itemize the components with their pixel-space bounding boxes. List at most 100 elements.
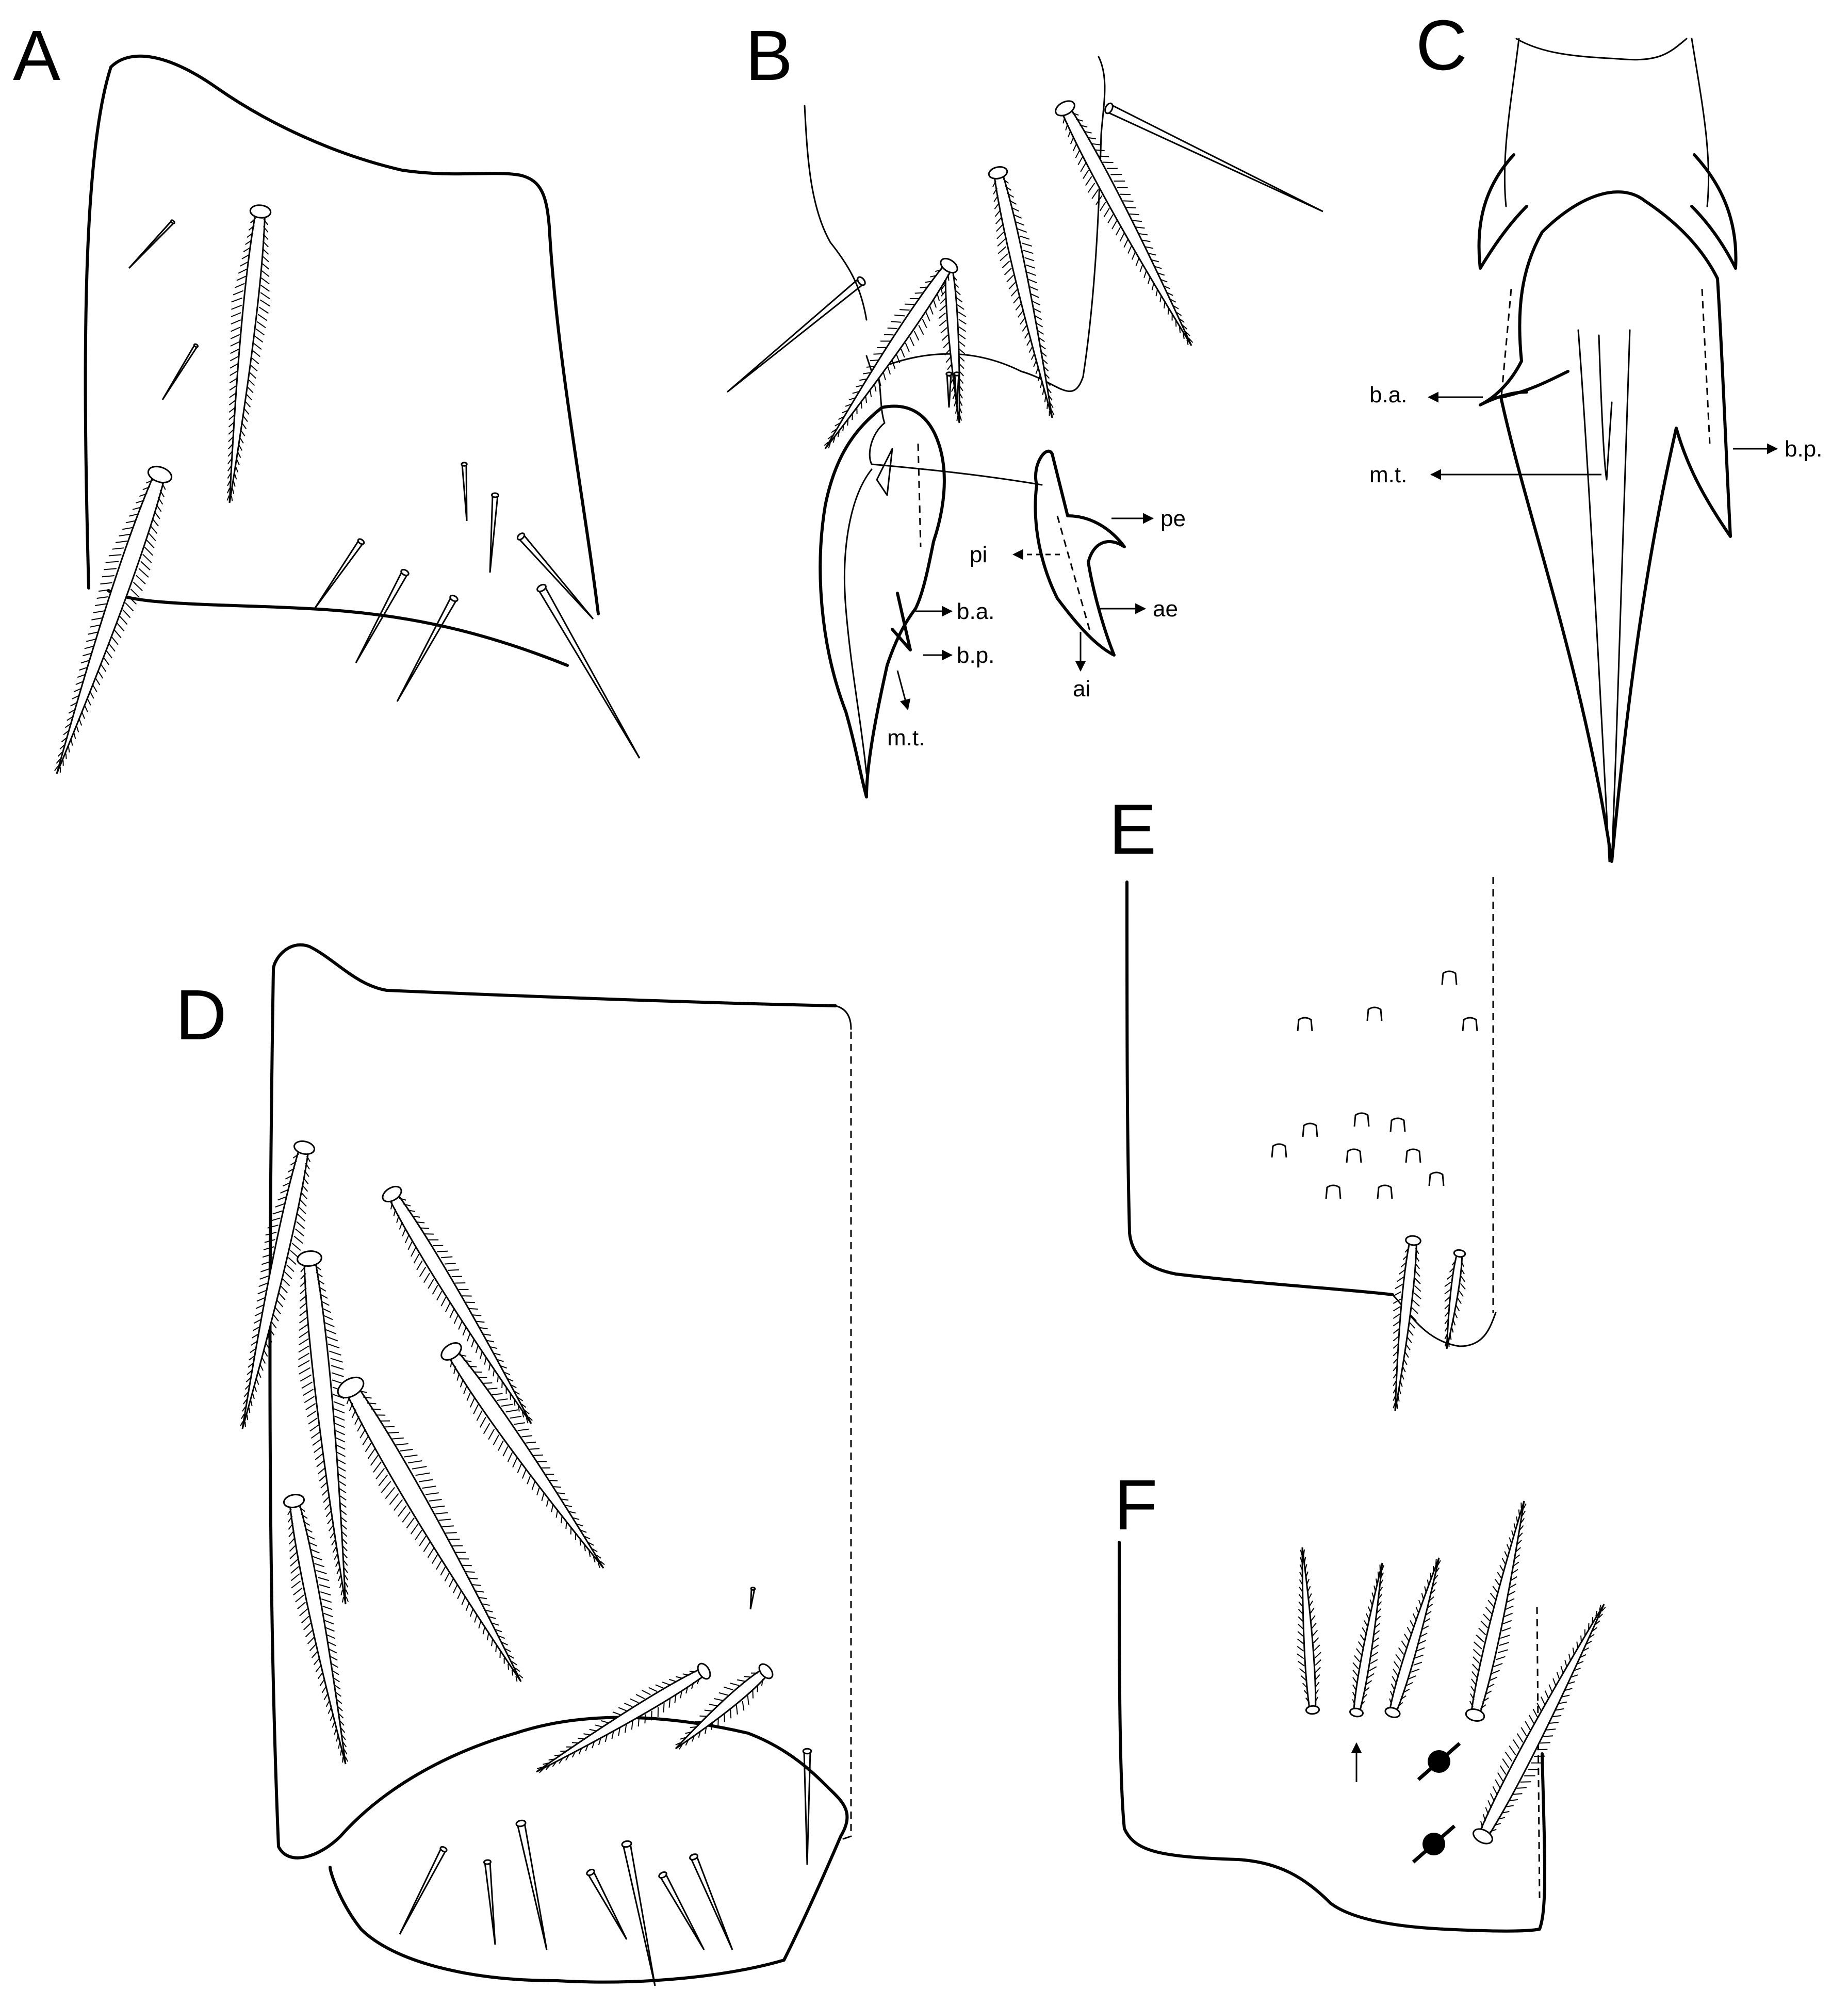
panel-b-microchaeta [953, 371, 960, 408]
panel-e-seta [1393, 1235, 1421, 1411]
panel-e-segment-outline [1125, 880, 1394, 1296]
panel-e-microchaeta [1353, 1112, 1370, 1127]
panel-d-seta [586, 1868, 628, 1940]
panel-a-seta [516, 532, 594, 620]
panel-e-microchaeta [1325, 1184, 1342, 1199]
panel-d-seta [515, 1819, 548, 1950]
panel-f-pseudopore [1412, 1824, 1456, 1864]
panel-c-annotation-ba-text: b.a. [1369, 382, 1407, 407]
panel-c-annotation-bp: b.p. [1733, 436, 1822, 462]
panel-a-short-seta [461, 462, 468, 521]
panel-f-seta [1297, 1547, 1322, 1715]
panel-a-seta [314, 538, 365, 609]
panel-d-macroseta [297, 1250, 349, 1605]
panel-b-seta [727, 276, 866, 393]
panel-b-annotation-pe-text: pe [1160, 506, 1186, 531]
panel-d-seta [399, 1846, 448, 1935]
panel-b-annotation-mt-text: m.t. [887, 725, 925, 751]
panel-e-microchaeta [1428, 1171, 1445, 1186]
panel-e-microchaeta [1405, 1148, 1421, 1163]
panel-b-annotation-ae-text: ae [1153, 596, 1178, 622]
panel-e-microchaeta [1389, 1117, 1406, 1132]
panel-b-long-seta [1104, 102, 1323, 213]
panel-d-seta [483, 1859, 496, 1945]
panel-d-macroseta [240, 1140, 316, 1429]
panel-d-macroseta [440, 1342, 605, 1569]
panel-f-seta [1465, 1500, 1527, 1722]
panel-e-microchaeta [1441, 970, 1458, 985]
panel-b-annotation-ai-text: ai [1073, 676, 1090, 702]
panel-d-seta [802, 1748, 812, 1865]
panel-b-ba-tooth [891, 592, 912, 651]
panel-d: D [175, 943, 852, 1986]
panel-a-microchaeta [161, 343, 199, 400]
panel-b-annotation-pe: pe [1111, 506, 1186, 531]
panel-d-macroseta [283, 1494, 349, 1765]
panel-b-annotation-ae: ae [1099, 596, 1178, 622]
panel-a-label: A [13, 16, 60, 95]
panel-b-seta [1055, 100, 1193, 346]
panel-c-annotation-mt-text: m.t. [1369, 462, 1407, 487]
panel-e-microchaeta [1271, 1143, 1287, 1158]
panel-b: B b.a. b.p. m.t. pe pi [727, 16, 1323, 798]
panel-b-segment-body [869, 370, 1043, 486]
panel-b-seta [938, 263, 967, 423]
panel-b-seta [824, 257, 958, 449]
panel-a-short-seta [489, 492, 499, 573]
panel-c-side-lines [1503, 38, 1710, 207]
panel-b-unguis-dashline [917, 443, 922, 547]
panel-b-annotation-ba: b.a. [915, 599, 994, 624]
panel-c-top-margin [1515, 38, 1688, 61]
panel-f-seta [1384, 1557, 1441, 1718]
panel-a-seta [355, 568, 410, 663]
panel-f-seta [1473, 1604, 1606, 1845]
panel-f-pseudopore [1417, 1742, 1461, 1781]
panel-b-annotation-pi-text: pi [970, 542, 987, 567]
panel-b-annotation-ai: ai [1073, 632, 1090, 702]
panel-f-segment-outline [1118, 1541, 1546, 1933]
panel-a-macroseta [226, 204, 272, 503]
panel-f-dashline [1536, 1606, 1541, 1899]
panel-d-segment-outline [268, 943, 849, 1984]
panel-c-unguis [1479, 190, 1732, 863]
panel-a-lower-margin [107, 589, 569, 667]
panel-e-label: E [1109, 790, 1156, 869]
panel-d-seta [621, 1840, 656, 1986]
panel-c: C b.a. m.t. b.p. [1369, 6, 1822, 863]
panel-d-seta [536, 1662, 711, 1773]
panel-c-left-lobe [1477, 153, 1528, 270]
panel-a: A [13, 16, 641, 774]
panel-b-label: B [745, 16, 793, 95]
panel-a-segment-outline [84, 54, 600, 615]
panel-b-annotation-bp-text: b.p. [957, 643, 994, 668]
panel-a-seta [396, 594, 459, 702]
panel-e-seta [1444, 1249, 1466, 1349]
panel-e: E [1109, 790, 1497, 1411]
panel-e-microchaeta [1297, 1017, 1313, 1032]
panel-d-corner [835, 1005, 852, 1030]
panel-b-unguis [819, 404, 946, 798]
panel-d-dash-end [842, 1835, 852, 1840]
panel-b-annotation-mt: m.t. [887, 670, 925, 751]
panel-d-microchaeta [749, 1587, 756, 1610]
panel-e-microchaeta [1462, 1017, 1478, 1032]
panel-a-curved-macroseta [54, 465, 173, 774]
panel-e-microchaeta [1346, 1148, 1362, 1163]
panel-a-long-seta [536, 583, 641, 759]
panel-c-annotation-bp-text: b.p. [1785, 436, 1822, 462]
panel-c-right-lobe [1690, 153, 1738, 270]
panel-b-annotation-ba-text: b.a. [957, 599, 994, 624]
panel-a-microchaeta [128, 219, 175, 269]
panel-b-unguis-tooth [876, 448, 893, 496]
panel-c-annotation-mt: m.t. [1369, 462, 1601, 487]
panel-f-seta [1349, 1562, 1385, 1718]
panel-b-seta [988, 166, 1055, 418]
panel-b-annotation-pi: pi [970, 542, 1060, 567]
panel-d-seta [658, 1871, 705, 1950]
panel-c-label: C [1416, 6, 1467, 85]
panel-c-median-tooth [1577, 329, 1631, 862]
panel-b-unguiculus-dashline [1056, 515, 1092, 635]
panel-d-label: D [175, 975, 227, 1055]
panel-b-microchaeta [945, 371, 953, 408]
panel-f-label: F [1114, 1465, 1157, 1545]
